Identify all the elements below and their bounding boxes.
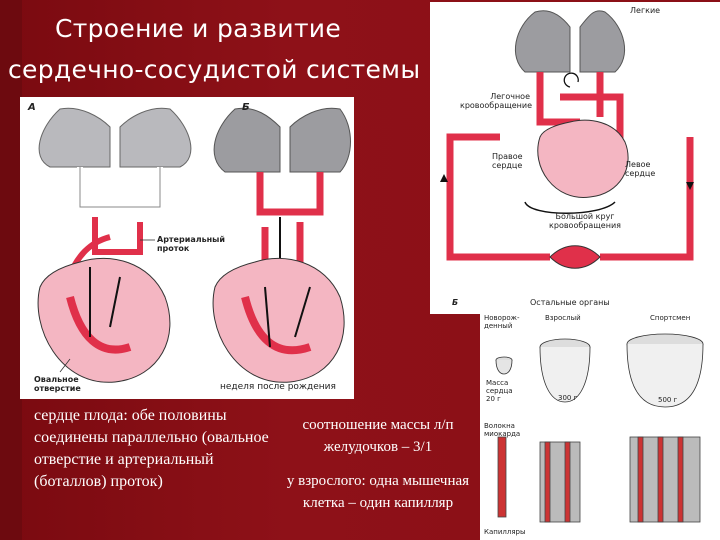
organs-icon [549, 245, 601, 269]
growth-svg [495, 333, 704, 523]
lungs-icon [515, 10, 625, 73]
label-mass-adult: 300 г [558, 394, 578, 402]
caption-adult-cells: у взрослого: одна мышечная клетка – один… [286, 473, 470, 511]
pulmonary-arrow-icon [563, 72, 579, 88]
label-newborn: Новорож- денный [484, 314, 520, 330]
label-other-organs: Остальные органы [530, 298, 610, 307]
label-athlete: Спортсмен [650, 314, 691, 322]
heart-b-icon [212, 257, 345, 383]
fibers-icon [497, 436, 701, 523]
label-adult: Взрослый [545, 314, 581, 322]
label-pulmonary: Легочное кровообращение [460, 92, 533, 110]
label-heart-mass: Масса сердца 20 г [486, 379, 513, 403]
fetal-heart-svg [37, 107, 351, 383]
label-mass-athlete: 500 г [658, 396, 678, 404]
label-b: Б [242, 102, 250, 113]
circulation-diagram: Легкие Легочное кровообращение Правое се… [430, 2, 720, 314]
fetal-heart-diagram: А Б Артериальный проток Овальное отверст… [20, 97, 354, 399]
label-arterial-duct: Артериальный проток [157, 235, 225, 253]
label-left-heart: Левое сердце [625, 160, 656, 178]
circuit-vessels [446, 72, 694, 261]
lungs-right-icon [213, 107, 351, 173]
arrow-down-icon [686, 182, 694, 190]
label-b-circulation: Б [452, 298, 459, 307]
slide-left-bar [0, 0, 22, 540]
label-oval-foramen: Овальное отверстие [34, 375, 81, 393]
circulation-svg [440, 10, 694, 269]
slide-title-line1: Строение и развитие [55, 14, 342, 43]
caption-fetal-heart: сердце плода: обе половины соединены пар… [34, 407, 269, 490]
label-systemic: Большой круг кровообращения [549, 212, 621, 230]
heart-growth-diagram: Новорож- денный Взрослый Спортсмен Масса… [480, 312, 720, 540]
label-a: А [28, 102, 36, 113]
adult-heart-icon [539, 338, 591, 403]
slide-title-line2: сердечно-сосудистой системы [8, 55, 421, 84]
systemic-arrow-icon [524, 201, 616, 214]
arrow-up-icon [440, 174, 448, 182]
label-lungs: Легкие [630, 6, 661, 15]
label-right-heart: Правое сердце [492, 152, 523, 170]
label-capillaries: Капилляры [484, 528, 526, 536]
pointer-lines [59, 239, 155, 373]
label-week-after-birth: неделя после рождения [220, 382, 336, 392]
caption-mass-ratio: соотношение массы л/п желудочков – 3/1 [302, 417, 454, 455]
newborn-heart-icon [495, 356, 513, 375]
lungs-left-icon [38, 107, 192, 168]
heart-icon [537, 119, 629, 198]
heart-a-icon [37, 257, 171, 383]
label-fibers: Волокна миокарда [484, 422, 521, 438]
athlete-heart-icon [626, 333, 704, 408]
